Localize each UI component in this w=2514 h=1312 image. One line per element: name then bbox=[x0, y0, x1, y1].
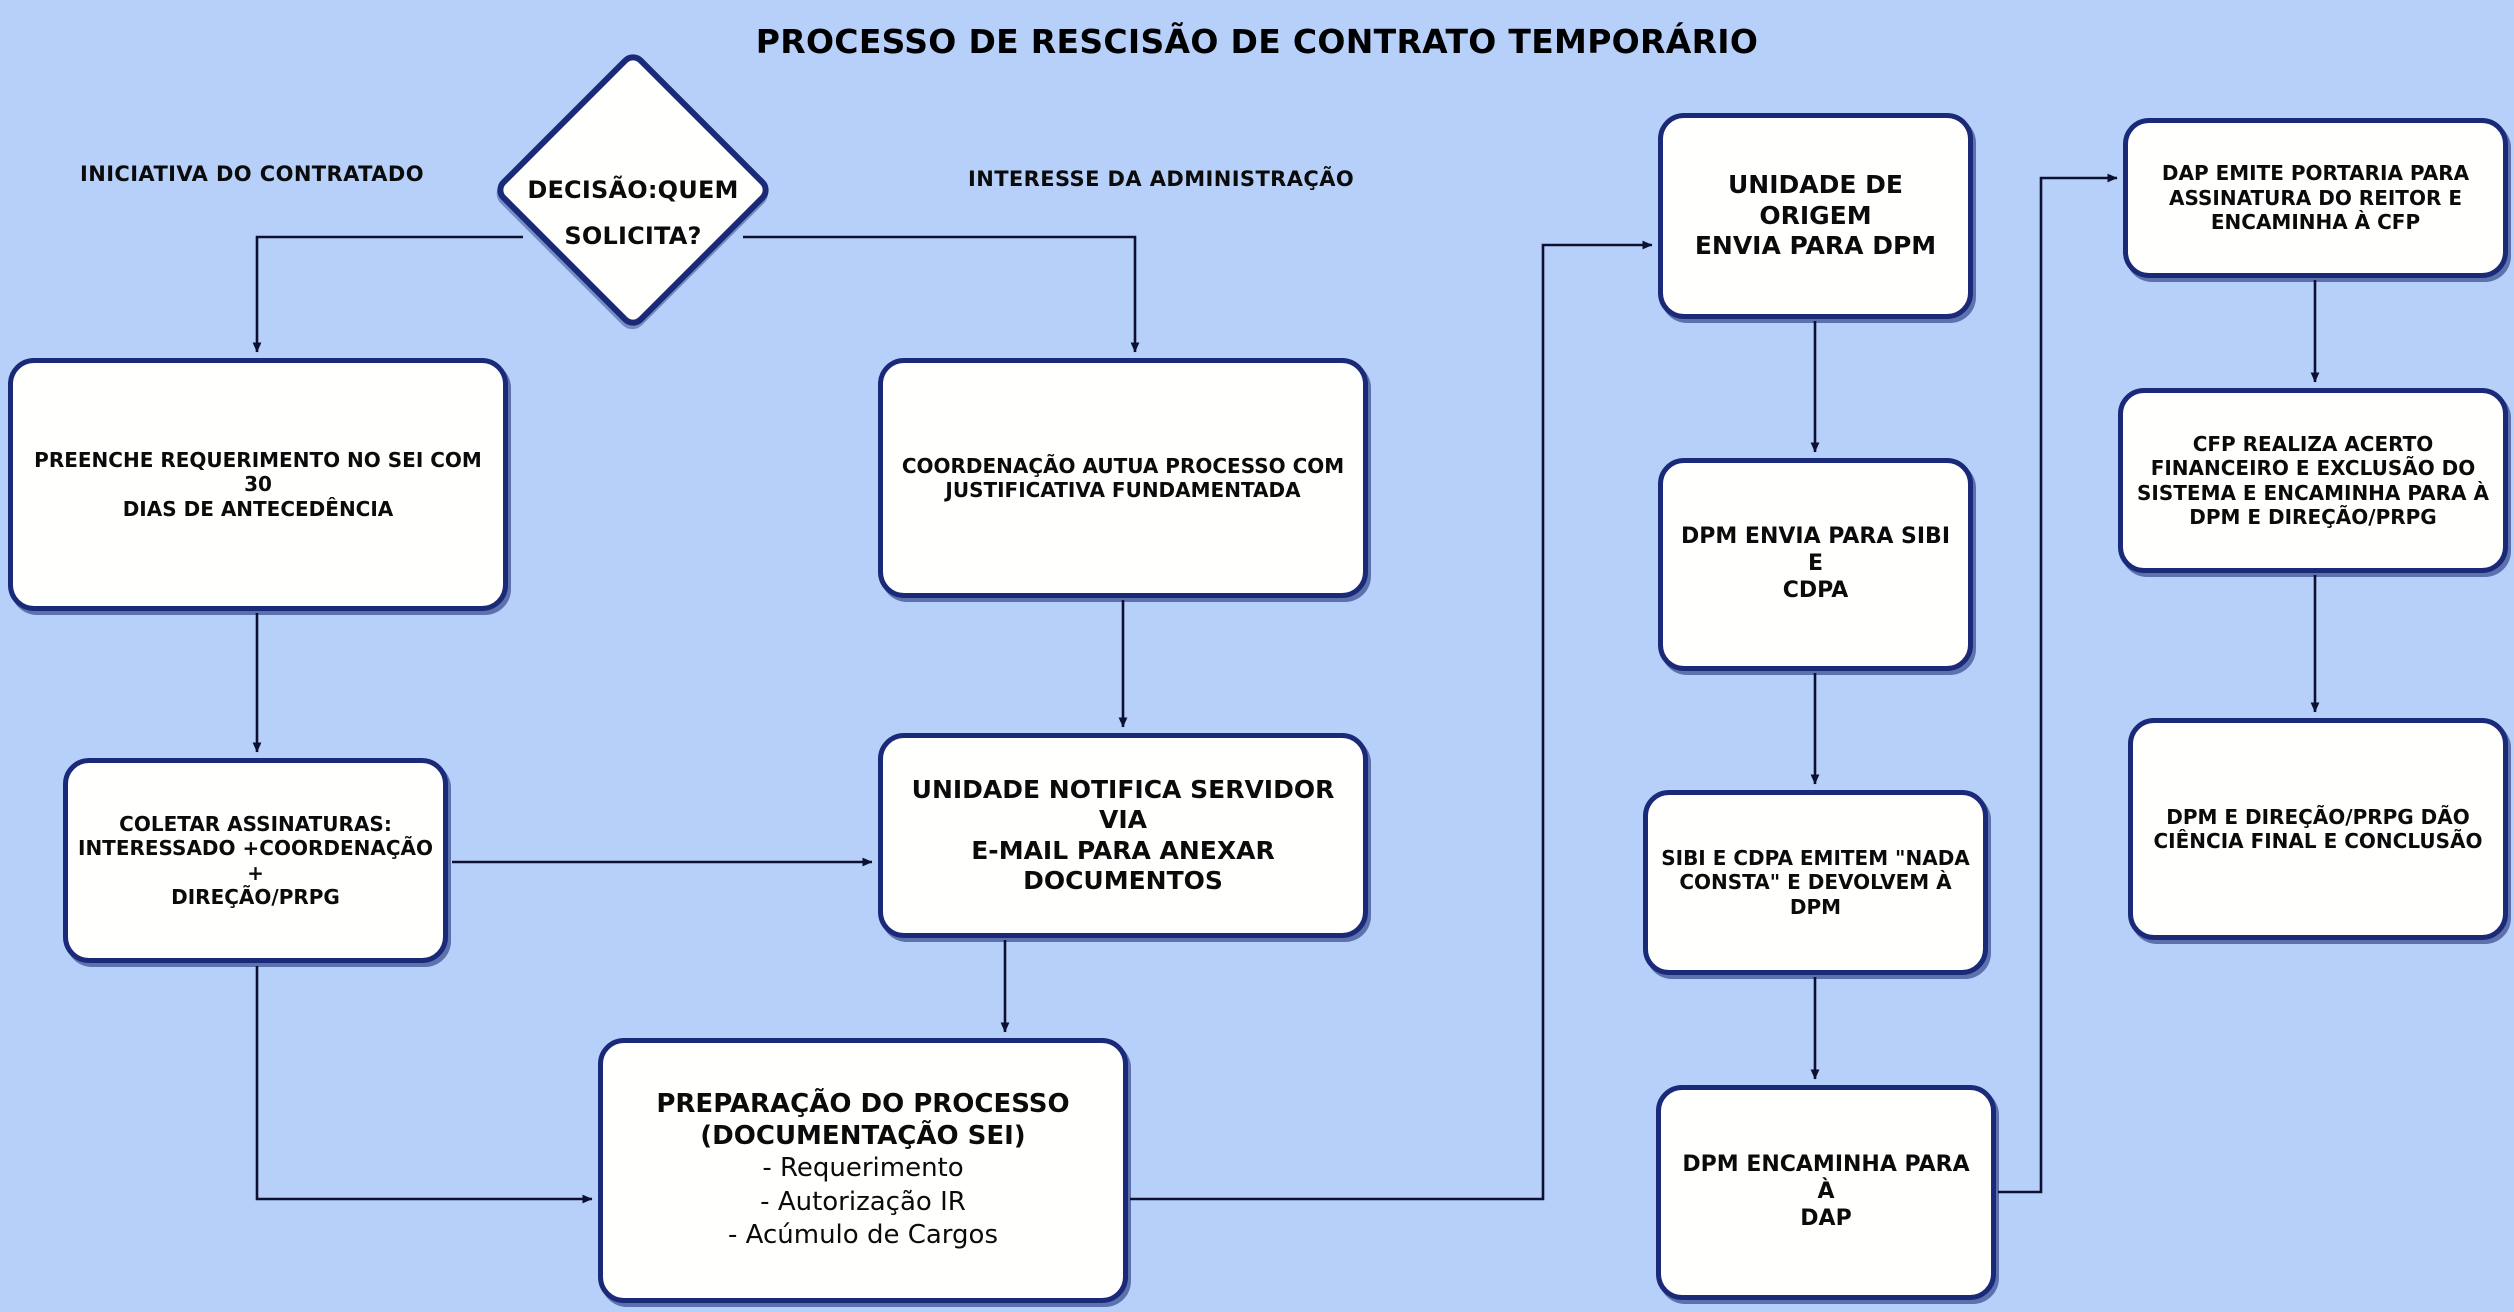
node-preenche-requerimento[interactable]: PREENCHE REQUERIMENTO NO SEI COM 30 DIAS… bbox=[8, 358, 508, 611]
node-dpm-direcao-conclusao-label: DPM E DIREÇÃO/PRPG DÃO CIÊNCIA FINAL E C… bbox=[2153, 804, 2483, 853]
node-dpm-direcao-conclusao[interactable]: DPM E DIREÇÃO/PRPG DÃO CIÊNCIA FINAL E C… bbox=[2128, 718, 2508, 940]
edge-coletar-to-preparacao bbox=[255, 966, 593, 1204]
node-cfp-acerto-financeiro[interactable]: CFP REALIZA ACERTO FINANCEIRO E EXCLUSÃO… bbox=[2118, 388, 2508, 573]
node-unidade-notifica-label: UNIDADE NOTIFICA SERVIDOR VIA E-MAIL PAR… bbox=[911, 774, 1335, 896]
branch-label-right: INTERESSE DA ADMINISTRAÇÃO bbox=[968, 167, 1355, 191]
node-coletar-assinaturas[interactable]: COLETAR ASSINATURAS: INTERESSADO +COORDE… bbox=[63, 758, 448, 963]
node-dpm-envia-sibi-cdpa[interactable]: DPM ENVIA PARA SIBI E CDPA bbox=[1658, 458, 1973, 671]
node-preparacao-processo-items: - Requerimento - Autorização IR - Acúmul… bbox=[728, 1153, 998, 1250]
node-preenche-requerimento-label: PREENCHE REQUERIMENTO NO SEI COM 30 DIAS… bbox=[34, 447, 482, 521]
decision-line-2: SOLICITA? bbox=[564, 222, 702, 250]
node-dpm-encaminha-dap[interactable]: DPM ENCAMINHA PARA À DAP bbox=[1656, 1085, 1996, 1300]
node-dpm-envia-sibi-cdpa-label: DPM ENVIA PARA SIBI E CDPA bbox=[1680, 524, 1951, 603]
edge-dpm-encaminha-to-dap-emite bbox=[1998, 173, 2118, 1194]
edge-decision-to-preenche bbox=[252, 235, 523, 353]
decision-line-1: DECISÃO:QUEM bbox=[527, 176, 739, 204]
page-title: PROCESSO DE RESCISÃO DE CONTRATO TEMPORÁ… bbox=[755, 22, 1759, 61]
node-sibi-cdpa-nada-consta[interactable]: SIBI E CDPA EMITEM "NADA CONSTA" E DEVOL… bbox=[1643, 790, 1988, 975]
node-dap-emite-portaria[interactable]: DAP EMITE PORTARIA PARA ASSINATURA DO RE… bbox=[2123, 118, 2508, 278]
edge-decision-to-coordenacao bbox=[743, 235, 1140, 353]
node-preparacao-processo[interactable]: PREPARAÇÃO DO PROCESSO (DOCUMENTAÇÃO SEI… bbox=[598, 1038, 1128, 1303]
node-unidade-origem-dpm-label: UNIDADE DE ORIGEM ENVIA PARA DPM bbox=[1694, 170, 1937, 261]
node-dap-emite-portaria-label: DAP EMITE PORTARIA PARA ASSINATURA DO RE… bbox=[2161, 161, 2470, 235]
node-preparacao-processo-heading: PREPARAÇÃO DO PROCESSO (DOCUMENTAÇÃO SEI… bbox=[656, 1088, 1070, 1151]
node-sibi-cdpa-nada-consta-label: SIBI E CDPA EMITEM "NADA CONSTA" E DEVOL… bbox=[1661, 845, 1970, 919]
node-coordenacao-autua-label: COORDENAÇÃO AUTUA PROCESSO COM JUSTIFICA… bbox=[901, 453, 1345, 502]
branch-label-left: INICIATIVA DO CONTRATADO bbox=[80, 162, 424, 186]
node-dpm-encaminha-dap-label: DPM ENCAMINHA PARA À DAP bbox=[1682, 1152, 1970, 1231]
node-cfp-acerto-financeiro-label: CFP REALIZA ACERTO FINANCEIRO E EXCLUSÃO… bbox=[2137, 431, 2489, 529]
node-coletar-assinaturas-label: COLETAR ASSINATURAS: INTERESSADO +COORDE… bbox=[78, 811, 433, 909]
node-unidade-origem-dpm[interactable]: UNIDADE DE ORIGEM ENVIA PARA DPM bbox=[1658, 113, 1973, 319]
node-coordenacao-autua[interactable]: COORDENAÇÃO AUTUA PROCESSO COM JUSTIFICA… bbox=[878, 358, 1368, 598]
node-unidade-notifica[interactable]: UNIDADE NOTIFICA SERVIDOR VIA E-MAIL PAR… bbox=[878, 733, 1368, 938]
decision-diamond-label: DECISÃO:QUEM SOLICITA? bbox=[513, 168, 753, 258]
